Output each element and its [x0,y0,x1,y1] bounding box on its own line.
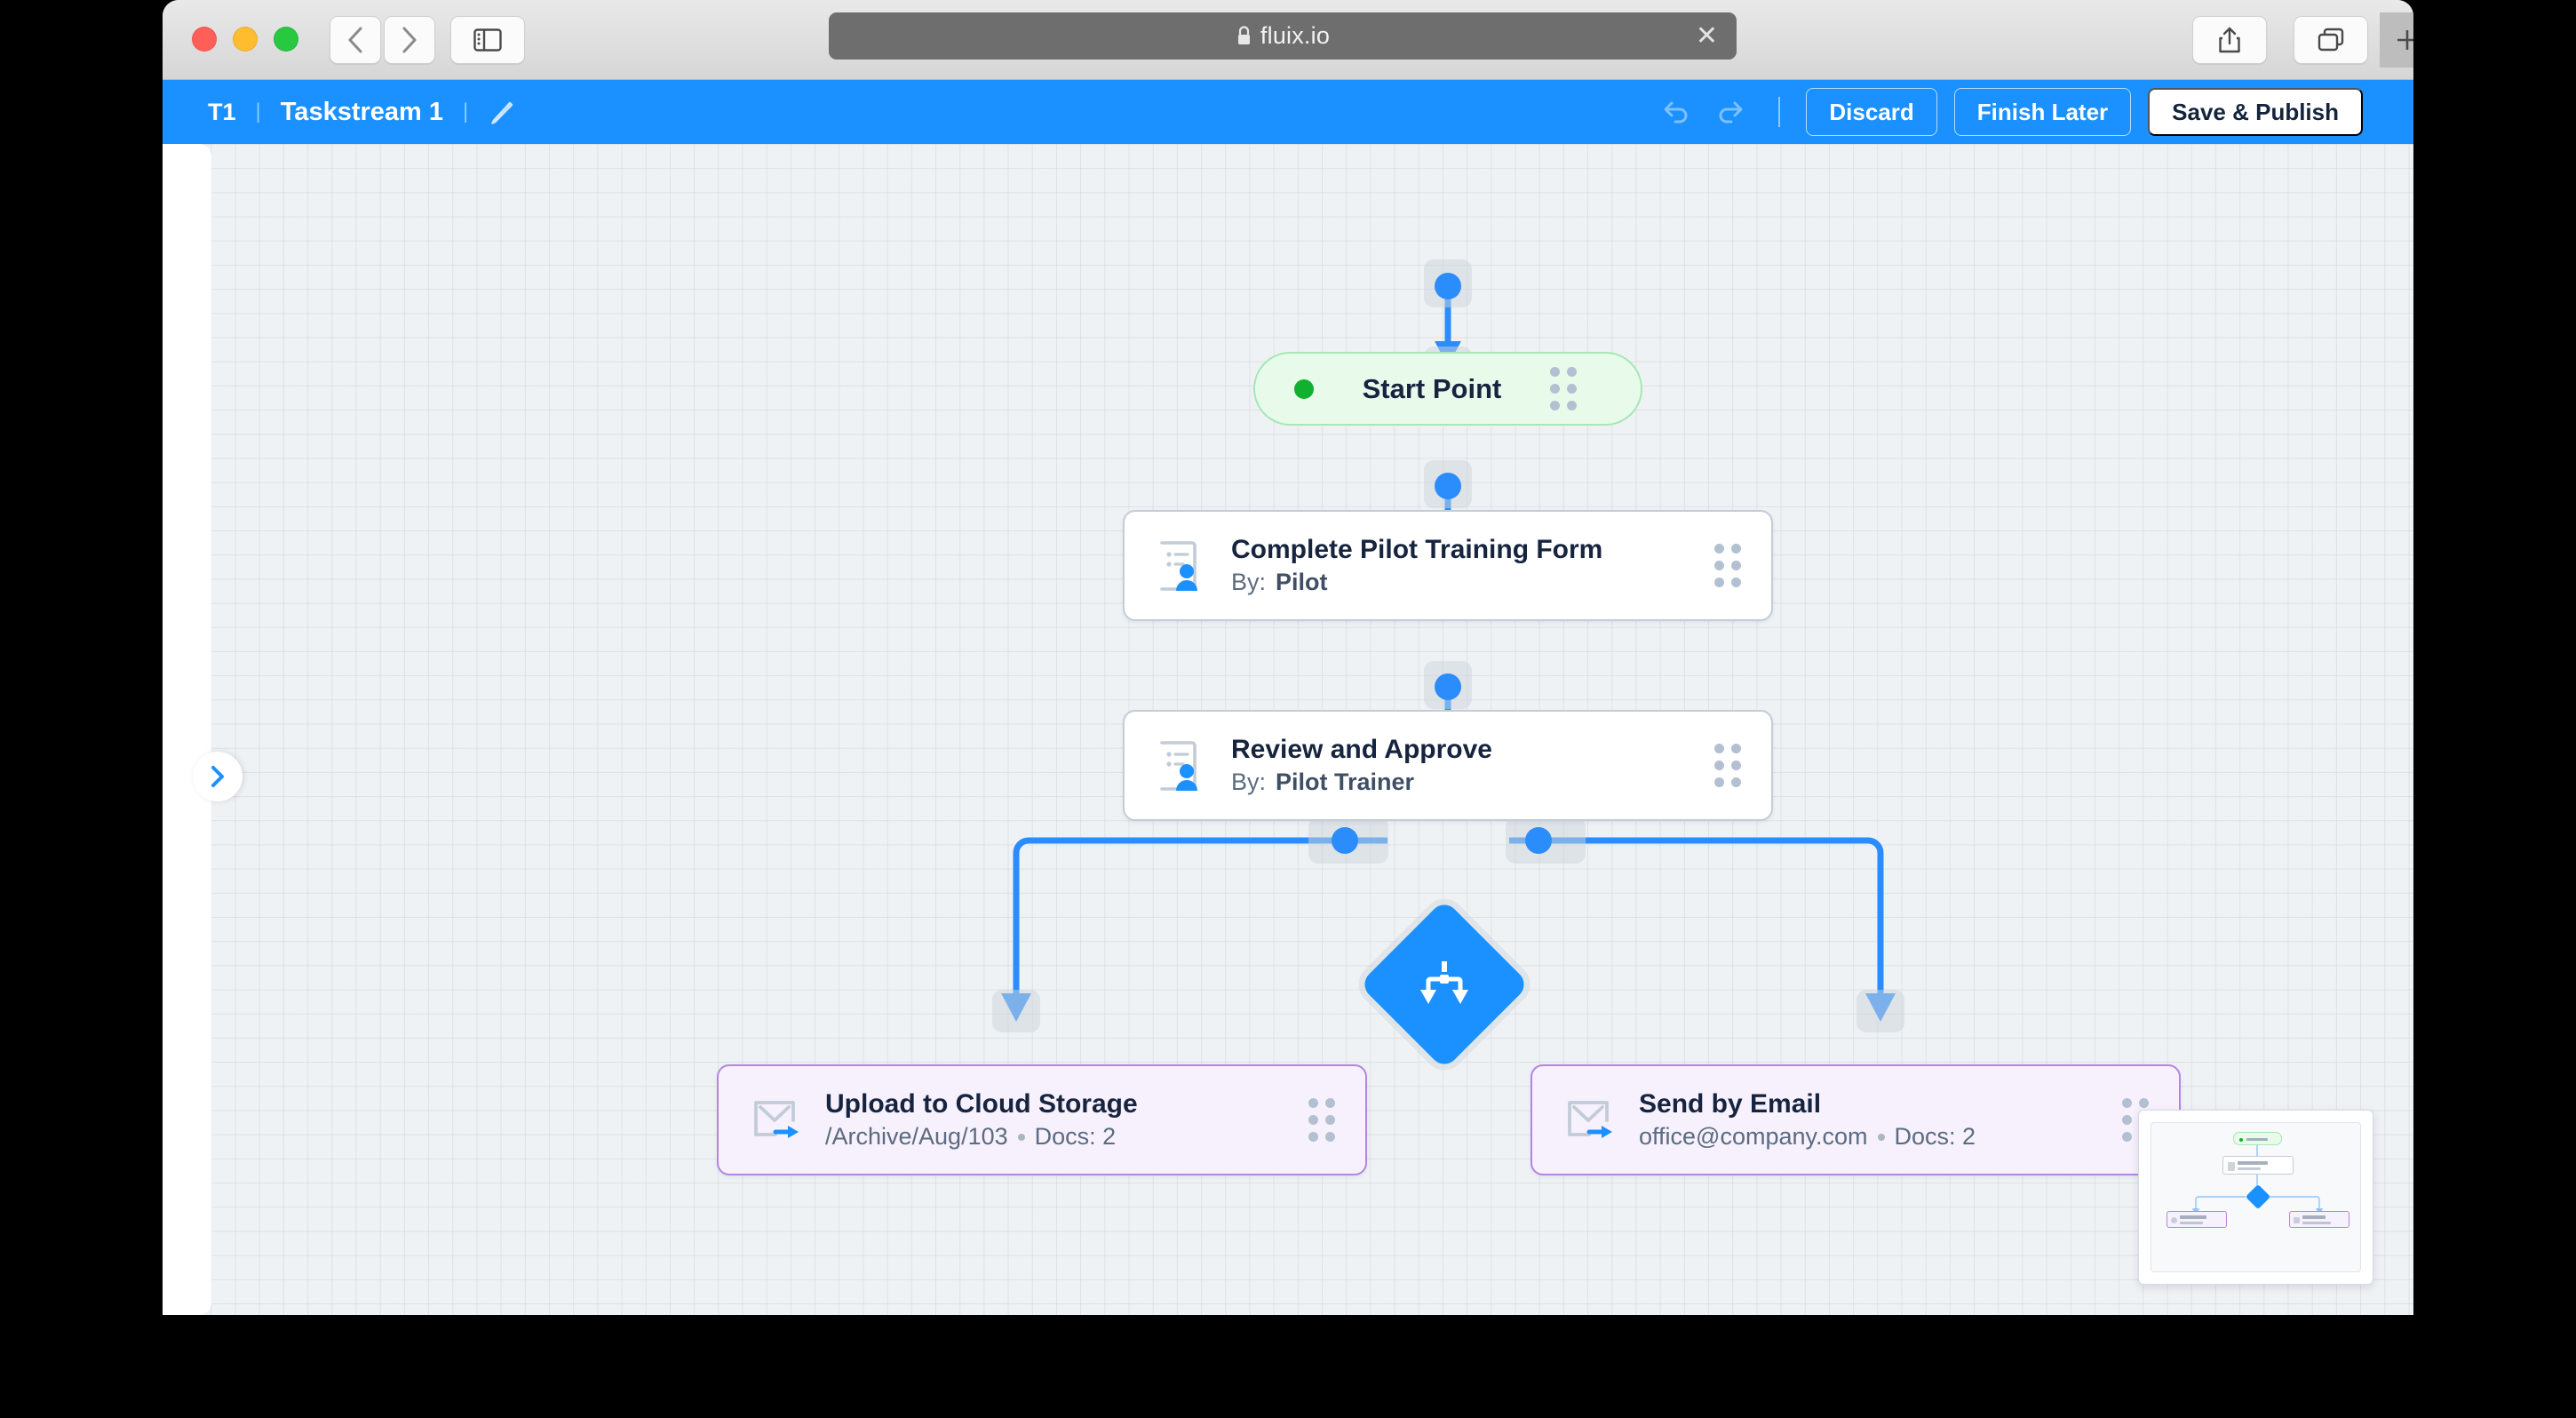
port-dot-start-out[interactable] [1435,273,1461,299]
node-title: Complete Pilot Training Form [1231,534,1603,564]
finish-later-button[interactable]: Finish Later [1953,88,2132,136]
drag-handle-icon[interactable] [1308,1098,1335,1142]
address-text: fluix.io [1260,22,1331,49]
node-complete-pilot-training-form[interactable]: Complete Pilot Training Form By: Pilot [1123,510,1773,621]
window-minimize-button[interactable] [233,27,258,52]
window-close-button[interactable] [192,27,217,52]
node-sub-value: Pilot [1276,569,1328,596]
node-upload-to-cloud-storage[interactable]: Upload to Cloud Storage /Archive/Aug/103… [717,1064,1367,1175]
forward-button[interactable] [384,16,435,64]
node-subtitle: By: Pilot [1231,569,1602,596]
green-dot-icon [1293,378,1314,399]
tab-overview-button[interactable] [2294,16,2368,64]
window-maximize-button[interactable] [274,27,298,52]
browser-titlebar: fluix.io ✕ [163,0,2413,80]
node-review-and-approve[interactable]: Review and Approve By: Pilot Trainer [1123,710,1773,821]
node-sub-path: /Archive/Aug/103 [825,1123,1008,1151]
node-sub-prefix: By: [1231,569,1267,596]
minimap-node-task [2222,1156,2294,1175]
send-envelope-icon [1564,1094,1614,1147]
redo-button[interactable] [1712,92,1753,132]
minimap-node-upload [2167,1211,2227,1228]
port-dot-task1-out[interactable] [1435,473,1461,499]
undo-button[interactable] [1654,92,1695,132]
node-sub-prefix: By: [1231,769,1267,796]
breadcrumb: T1 | Taskstream 1 | [163,97,518,127]
browser-window: fluix.io ✕ T1 | Task [163,0,2413,1315]
share-icon [2219,27,2240,53]
sidebar-toggle-button[interactable] [450,16,525,64]
undo-icon [1664,101,1688,123]
new-tab-button[interactable] [2380,12,2413,68]
panel-expand-button[interactable] [193,752,242,801]
node-start-point[interactable]: Start Point [1253,352,1642,426]
minimap-node-start [2233,1132,2282,1145]
breadcrumb-name[interactable]: Taskstream 1 [280,97,443,126]
drag-handle-icon[interactable] [1714,744,1741,787]
workflow-canvas[interactable]: Start Point Complete Pilot Training F [163,144,2413,1315]
left-side-panel [163,144,211,1315]
node-title: Start Point [1362,372,1502,404]
breadcrumb-id[interactable]: T1 [208,98,236,125]
minimap[interactable] [2138,1110,2373,1285]
close-icon[interactable]: ✕ [1695,20,1718,51]
send-envelope-icon [751,1094,800,1147]
tab-overview-icon [2318,28,2344,52]
node-text: Upload to Cloud Storage /Archive/Aug/103… [825,1089,1138,1151]
edit-name-button[interactable] [488,97,518,127]
header-divider [1778,97,1781,127]
node-text: Complete Pilot Training Form By: Pilot [1231,535,1602,597]
node-subtitle: By: Pilot Trainer [1231,769,1492,796]
form-user-icon [1157,539,1206,593]
port-dot-split-right[interactable] [1525,827,1552,854]
split-branch-icon [1384,924,1505,1045]
port-plate [992,990,1040,1032]
save-publish-button[interactable]: Save & Publish [2148,88,2363,136]
chevron-right-icon [211,766,224,787]
node-sub-docs: Docs: 2 [1894,1123,1976,1151]
port-dot-split-left[interactable] [1332,827,1358,854]
port-dot-task2-out[interactable] [1435,673,1461,700]
chevron-left-icon [348,27,362,53]
chevron-right-icon [402,27,417,53]
share-button[interactable] [2192,16,2267,64]
node-sub-docs: Docs: 2 [1034,1123,1117,1151]
sidebar-toggle-icon [473,28,502,52]
node-send-by-email[interactable]: Send by Email office@company.com Docs: 2 [1530,1064,2181,1175]
back-button[interactable] [330,16,381,64]
node-title: Send by Email [1639,1088,1822,1119]
node-subtitle: office@company.com Docs: 2 [1639,1123,1976,1151]
node-sub-value: Pilot Trainer [1276,769,1415,796]
lock-icon [1237,26,1250,44]
port-plate [1856,990,1904,1032]
breadcrumb-separator-2: | [463,100,469,123]
separator-dot-icon [1017,1133,1025,1141]
node-text: Review and Approve By: Pilot Trainer [1231,735,1492,797]
drag-handle-icon[interactable] [1714,544,1741,587]
header-actions: Discard Finish Later Save & Publish [1654,88,2413,136]
node-text: Send by Email office@company.com Docs: 2 [1639,1089,1976,1151]
minimap-node-email [2289,1211,2349,1228]
plus-icon [2397,30,2413,50]
form-user-icon [1157,739,1206,793]
app-header: T1 | Taskstream 1 | [163,80,2413,144]
discard-button[interactable]: Discard [1806,88,1937,136]
minimap-viewport [2151,1122,2361,1272]
node-sub-path: office@company.com [1639,1123,1868,1151]
pencil-icon [491,101,513,124]
breadcrumb-separator: | [255,100,261,123]
redo-icon [1719,101,1743,123]
node-title: Review and Approve [1231,734,1492,764]
separator-dot-icon [1877,1133,1885,1141]
address-bar[interactable]: fluix.io ✕ [829,12,1737,60]
node-subtitle: /Archive/Aug/103 Docs: 2 [825,1123,1138,1151]
node-title: Upload to Cloud Storage [825,1088,1138,1119]
drag-handle-icon[interactable] [1550,367,1578,410]
